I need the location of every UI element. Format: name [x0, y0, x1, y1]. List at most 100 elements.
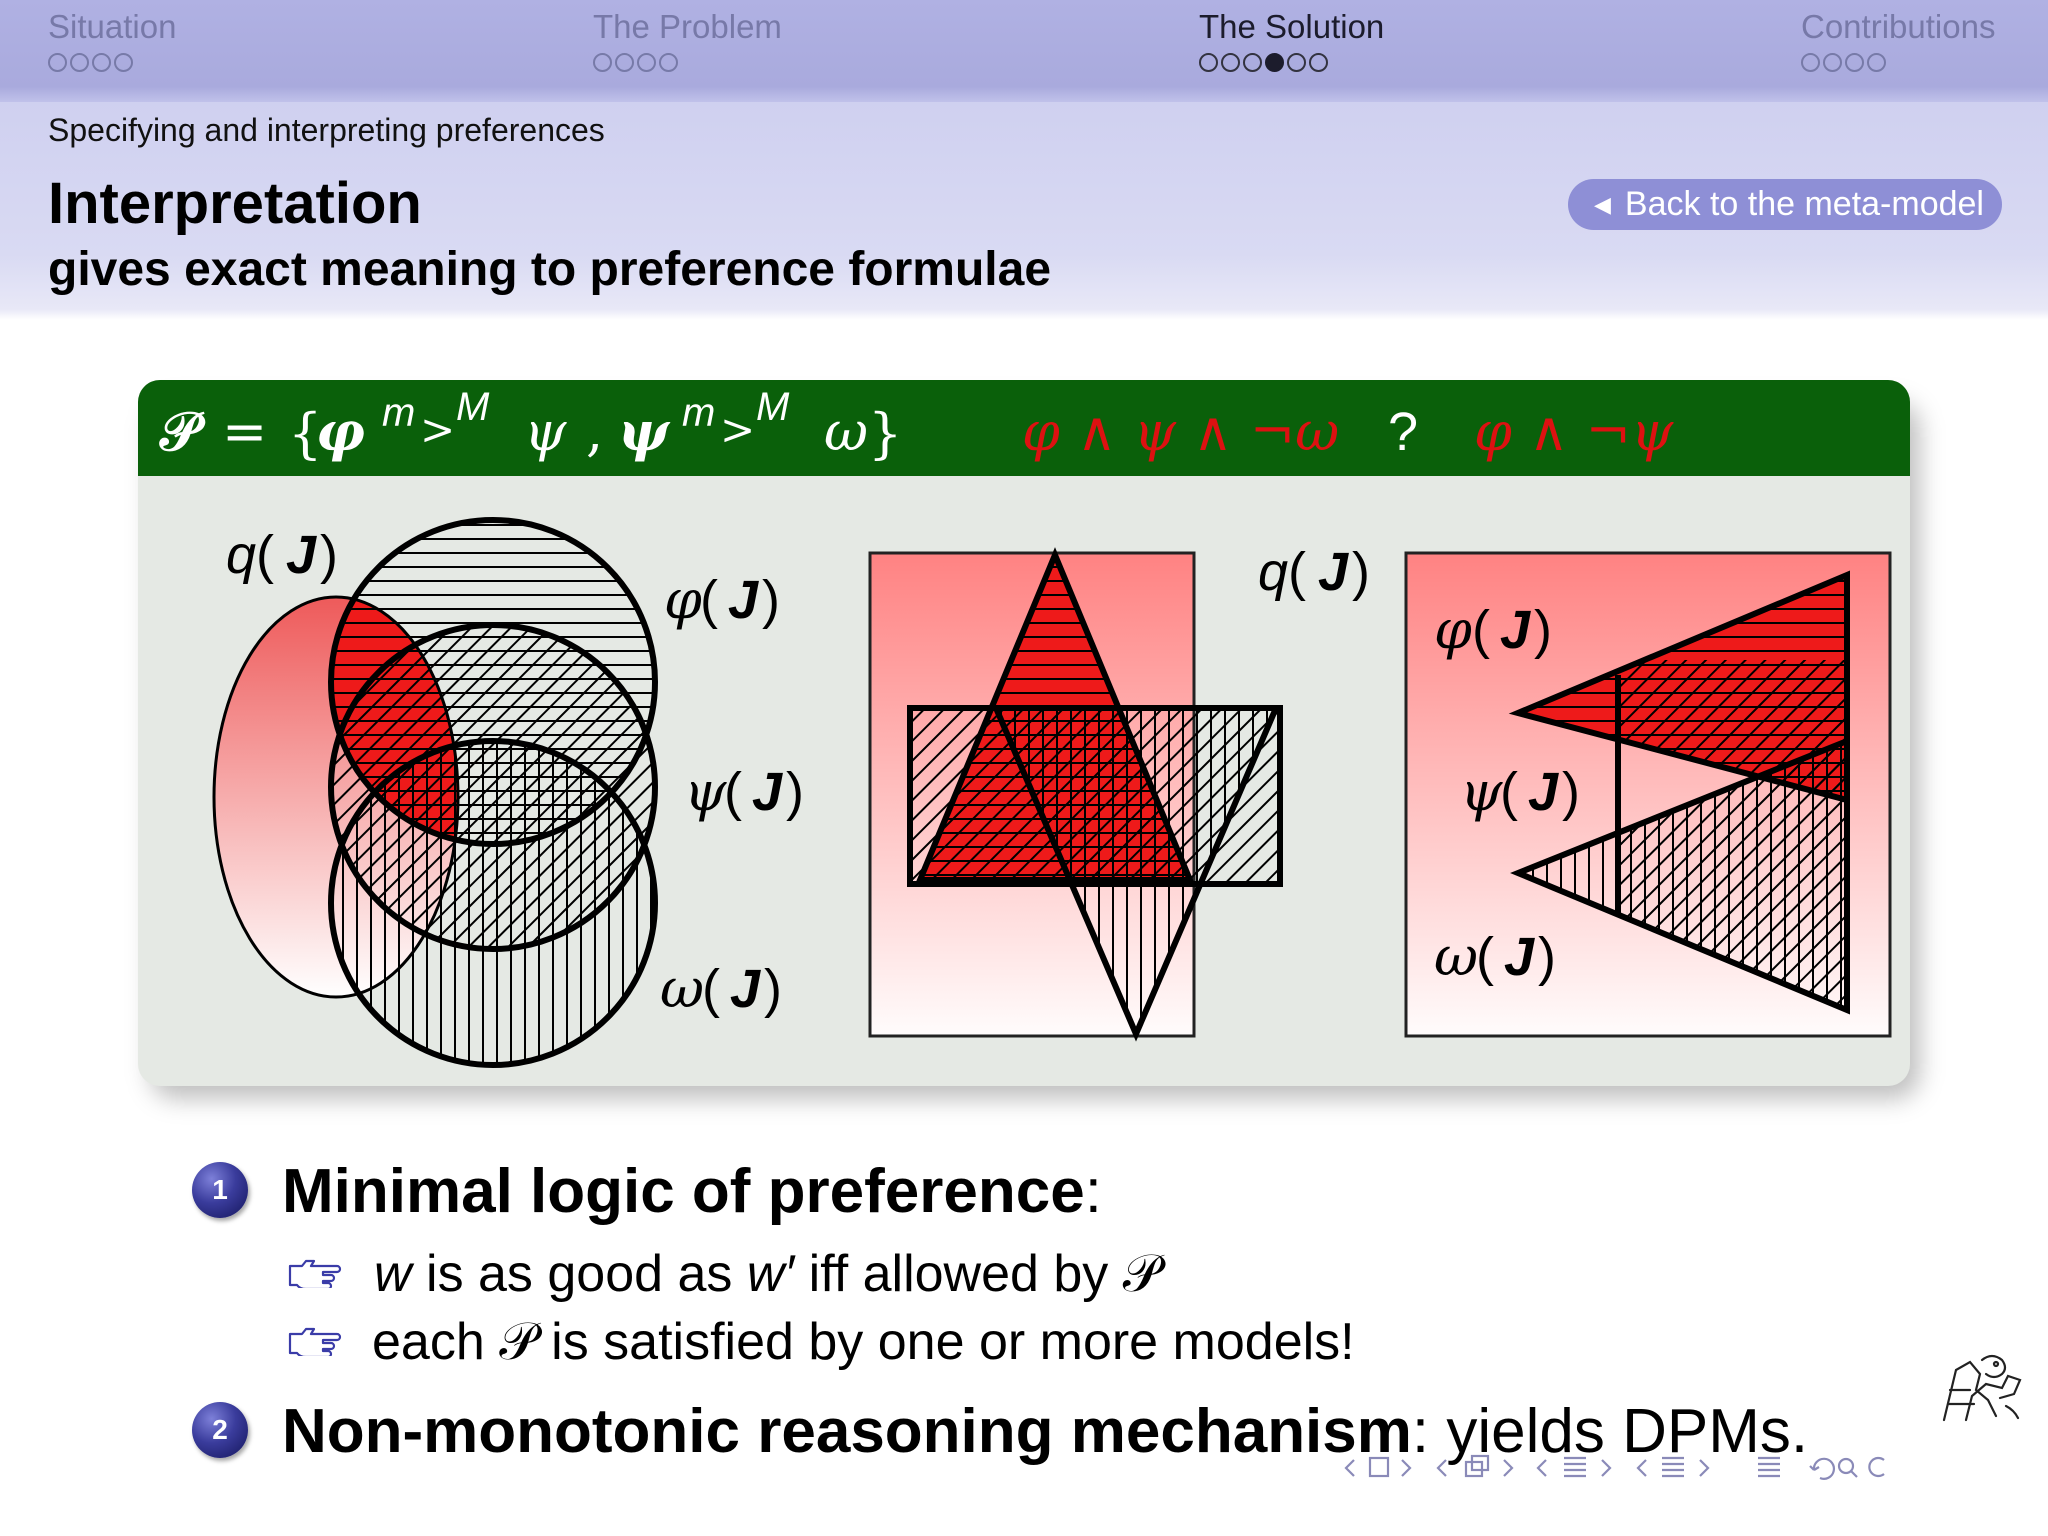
svg-text:J: J — [1318, 542, 1349, 602]
nav-frame-dot[interactable] — [659, 53, 678, 72]
nav-section-title[interactable]: The Problem — [593, 8, 782, 45]
preference-set-symbol: 𝒫 — [159, 399, 206, 463]
subitem-2-part: is satisfied by one or more models! — [536, 1313, 1355, 1371]
hand-pointer-icon — [288, 1327, 342, 1356]
omega-triangle-hatch — [996, 708, 1276, 1034]
nav-frame-dot[interactable] — [1845, 53, 1864, 72]
nav-frame-dot[interactable] — [1243, 53, 1262, 72]
item-1-text: Minimal logic of preference: — [282, 1156, 1102, 1227]
frame-subtitle: gives exact meaning to preference formul… — [48, 243, 1052, 296]
label-phi-J-3: φ ( J ) — [1434, 598, 1552, 661]
nav-frame-dot[interactable] — [70, 53, 89, 72]
venn-diagram — [212, 517, 658, 1068]
label-q-J-1: q ( J ) — [226, 525, 338, 585]
nav-frame-dot[interactable] — [615, 53, 634, 72]
svg-text:J: J — [752, 762, 783, 822]
formula-comma: , — [586, 400, 603, 463]
nav-frame-dot[interactable] — [1823, 53, 1842, 72]
svg-text:(: ( — [1472, 600, 1490, 660]
red-formula-phi-and-psi-and-not-omega: φ ∧ ψ ∧ ¬ω — [1022, 400, 1339, 463]
svg-text:): ) — [762, 570, 780, 630]
svg-text:J: J — [1500, 600, 1531, 660]
example-block: 𝒫 = { φ m > M ψ , ψ m > M ω } φ ∧ ψ ∧ ¬ω… — [138, 380, 1910, 1086]
formula-psi-2: ψ — [618, 399, 671, 463]
formula-rbrace: } — [868, 402, 902, 465]
lion-logo-icon — [1942, 1354, 2022, 1422]
nav-frame-dot[interactable] — [92, 53, 111, 72]
formula-omega: ω — [824, 400, 868, 463]
back-button-label: Back to the meta-model — [1624, 185, 1984, 223]
svg-text:φ: φ — [1434, 598, 1472, 661]
psi-circle — [328, 622, 658, 952]
svg-text:ω: ω — [1434, 925, 1478, 988]
hand-pointer-icon — [288, 1259, 342, 1288]
nav-section-situation[interactable]: Situation — [48, 8, 176, 75]
svg-text:q: q — [226, 525, 256, 585]
navigation-symbols-icon — [1344, 1454, 1885, 1480]
nav-section-solution[interactable]: The Solution — [1199, 8, 1384, 75]
formula-gt-2: > — [720, 405, 755, 454]
nav-section-contributions[interactable]: Contributions — [1801, 8, 1995, 75]
nav-frame-dot[interactable] — [114, 53, 133, 72]
nav-frame-dot[interactable] — [1287, 53, 1306, 72]
world-w: w — [374, 1245, 412, 1303]
nav-section-problem[interactable]: The Problem — [593, 8, 782, 75]
back-to-meta-model-button[interactable]: ◀ Back to the meta-model — [1568, 179, 2002, 230]
interpretation-diagrams: q ( J ) φ ( J ) ψ ( J ) ω ( J ) — [212, 517, 1892, 1068]
svg-text:J: J — [1504, 927, 1535, 987]
label-psi-J-3: ψ ( J ) — [1460, 760, 1580, 823]
nav-frame-dot[interactable] — [1801, 53, 1820, 72]
nav-frame-dot[interactable] — [48, 53, 67, 72]
svg-text:): ) — [1534, 600, 1552, 660]
svg-text:J: J — [286, 525, 317, 585]
svg-text:): ) — [1562, 762, 1580, 822]
nav-section-title[interactable]: The Solution — [1199, 8, 1385, 45]
svg-text:J: J — [730, 959, 761, 1019]
svg-text:φ: φ — [664, 568, 702, 631]
label-omega-J-3: ω ( J ) — [1434, 925, 1556, 988]
left-triangle-icon: ◀ — [1594, 191, 1611, 217]
subitem-2-text: each 𝒫 is satisfied by one or more model… — [372, 1312, 1355, 1373]
nav-section-title[interactable]: Situation — [48, 8, 177, 45]
preference-set-symbol: 𝒫 — [1122, 1244, 1161, 1304]
label-omega-J-1: ω ( J ) — [660, 957, 782, 1020]
item-1-bold: Minimal logic of preference — [282, 1157, 1085, 1226]
svg-text:J: J — [1528, 762, 1559, 822]
nav-frame-dot[interactable] — [593, 53, 612, 72]
svg-text:ψ: ψ — [1460, 760, 1503, 823]
svg-text:ω: ω — [660, 957, 704, 1020]
nav-frame-dot[interactable] — [1867, 53, 1886, 72]
wedge-diagram — [1404, 551, 1892, 1038]
subitem-1-part: is as good as — [411, 1245, 747, 1303]
nav-frame-dot[interactable] — [1309, 53, 1328, 72]
nav-frame-dot-current[interactable] — [1265, 53, 1284, 72]
nav-section-title[interactable]: Contributions — [1801, 8, 1996, 45]
formula-lbrace: { — [288, 402, 322, 465]
nav-frame-dot[interactable] — [637, 53, 656, 72]
subitem-2-part: each — [372, 1313, 500, 1371]
item-2-bold: Non-monotonic reasoning mechanism — [282, 1397, 1412, 1466]
item-2-text: Non-monotonic reasoning mechanism: yield… — [282, 1396, 1808, 1467]
nav-frame-dots — [48, 53, 176, 75]
nav-frame-dots — [1199, 53, 1384, 75]
world-w-prime: w′ — [746, 1245, 795, 1303]
frame-header: Specifying and interpreting preferences … — [0, 102, 2048, 320]
svg-text:): ) — [1352, 542, 1370, 602]
red-formula-phi-and-not-psi: φ ∧ ¬ψ — [1474, 400, 1674, 463]
svg-text:(: ( — [1500, 762, 1518, 822]
formula-m-1: m — [382, 391, 415, 435]
formula-phi: φ — [316, 399, 365, 463]
label-psi-J-1: ψ ( J ) — [684, 760, 804, 823]
formula-m-2: m — [682, 391, 715, 435]
enumerate-number-1: 1 — [192, 1162, 248, 1218]
svg-text:): ) — [764, 959, 782, 1019]
question-mark: ? — [1388, 402, 1418, 462]
nav-frame-dot[interactable] — [1221, 53, 1240, 72]
svg-text:(: ( — [702, 959, 720, 1019]
item-1-rest: : — [1084, 1157, 1102, 1226]
formula-equals: = — [222, 400, 267, 463]
omega-circle — [328, 738, 658, 1068]
nav-frame-dot[interactable] — [1199, 53, 1218, 72]
svg-text:): ) — [1538, 927, 1556, 987]
formula-gt-1: > — [420, 405, 455, 454]
